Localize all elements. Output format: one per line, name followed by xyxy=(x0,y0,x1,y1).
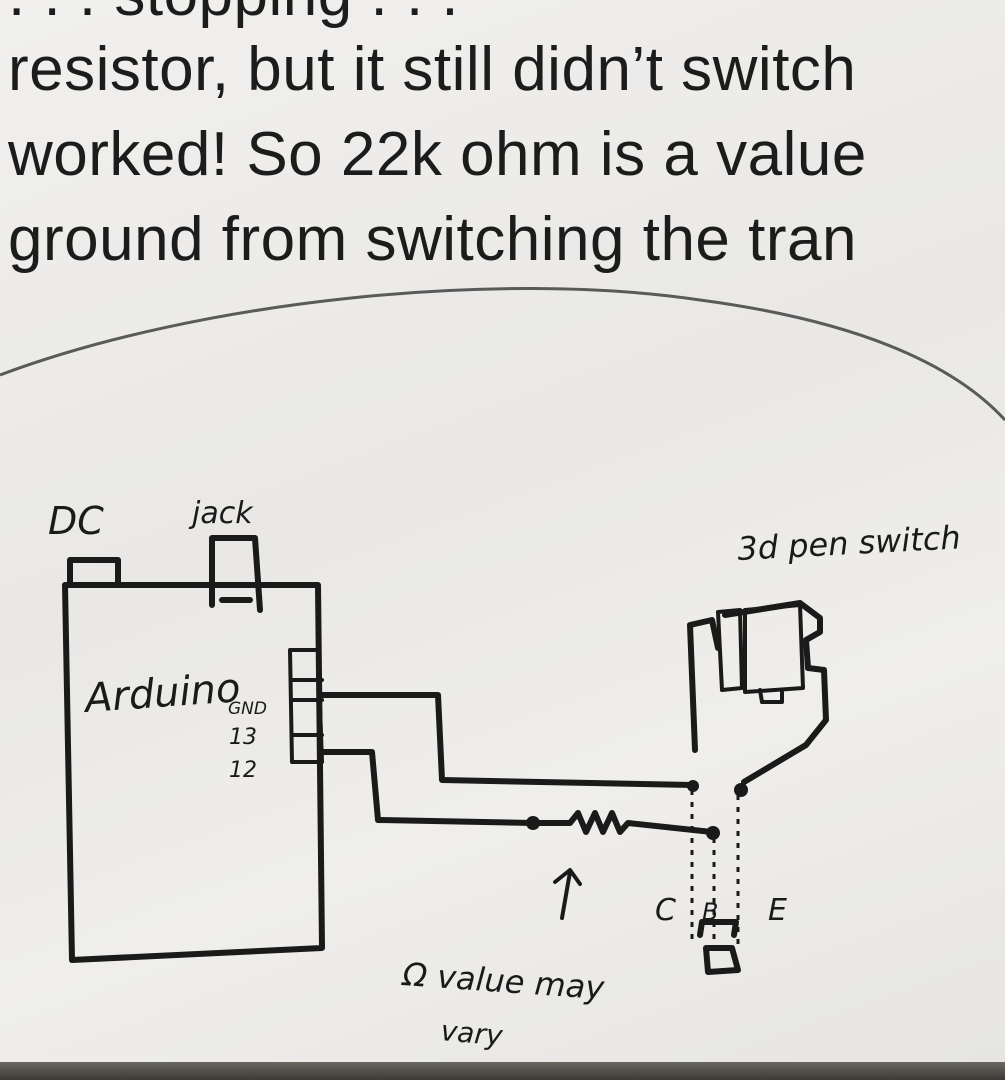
resistor-note-line1: Ω value may xyxy=(399,955,606,1007)
typed-text-line-3: ground from switching the tran xyxy=(8,205,857,274)
dc-jack-block xyxy=(67,557,121,588)
base-label: B xyxy=(702,898,718,926)
table-edge xyxy=(0,1062,1005,1080)
wire-13 xyxy=(319,749,536,826)
pin-header xyxy=(288,648,324,764)
emitter-node xyxy=(734,783,748,797)
resistor xyxy=(530,810,715,835)
pen-switch-body xyxy=(687,600,829,785)
jack-label: jack xyxy=(188,496,254,531)
transistor-body xyxy=(697,919,741,975)
switch-label: 3d pen switch xyxy=(736,518,961,568)
base-node xyxy=(706,826,720,840)
arrow-up xyxy=(553,868,582,920)
collector-node xyxy=(687,780,699,792)
resistor-note-line2: vary xyxy=(439,1014,504,1052)
arduino-board xyxy=(62,582,325,963)
pen-switch-inner xyxy=(716,603,805,704)
emitter-label: E xyxy=(768,893,787,928)
jack-plug xyxy=(209,535,263,613)
pin-gnd-label: GND xyxy=(228,699,267,719)
typed-text-line-2: worked! So 22k ohm is a value xyxy=(8,120,867,189)
resistor-node-left xyxy=(526,816,540,830)
pin-13-label: 13 xyxy=(229,725,257,750)
pencil-arc xyxy=(0,287,1005,422)
collector-label: C xyxy=(655,893,676,928)
typed-text-line-0: . . . stopping . . . xyxy=(8,0,459,26)
dc-label: DC xyxy=(48,499,104,543)
pin-12-label: 12 xyxy=(229,758,257,783)
typed-text-line-1: resistor, but it still didn’t switch xyxy=(8,35,857,104)
arduino-label: Arduino xyxy=(80,665,241,722)
wire-gnd xyxy=(319,692,696,788)
